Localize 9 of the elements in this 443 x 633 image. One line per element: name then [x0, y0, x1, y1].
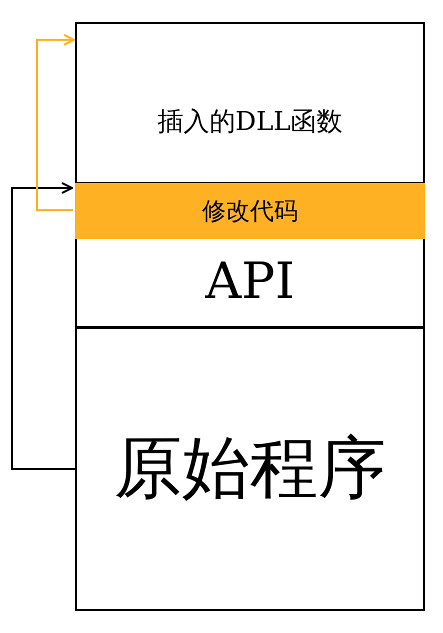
box	[75, 183, 425, 328]
arrow	[11, 182, 75, 470]
box-label: 修改代码	[202, 199, 298, 223]
arrow	[36, 34, 75, 212]
highlight-band	[75, 183, 425, 239]
box-label: 原始程序	[114, 435, 386, 503]
box	[75, 327, 425, 611]
box-label: 插入的DLL函数	[157, 108, 343, 135]
box-label: API	[205, 256, 295, 306]
